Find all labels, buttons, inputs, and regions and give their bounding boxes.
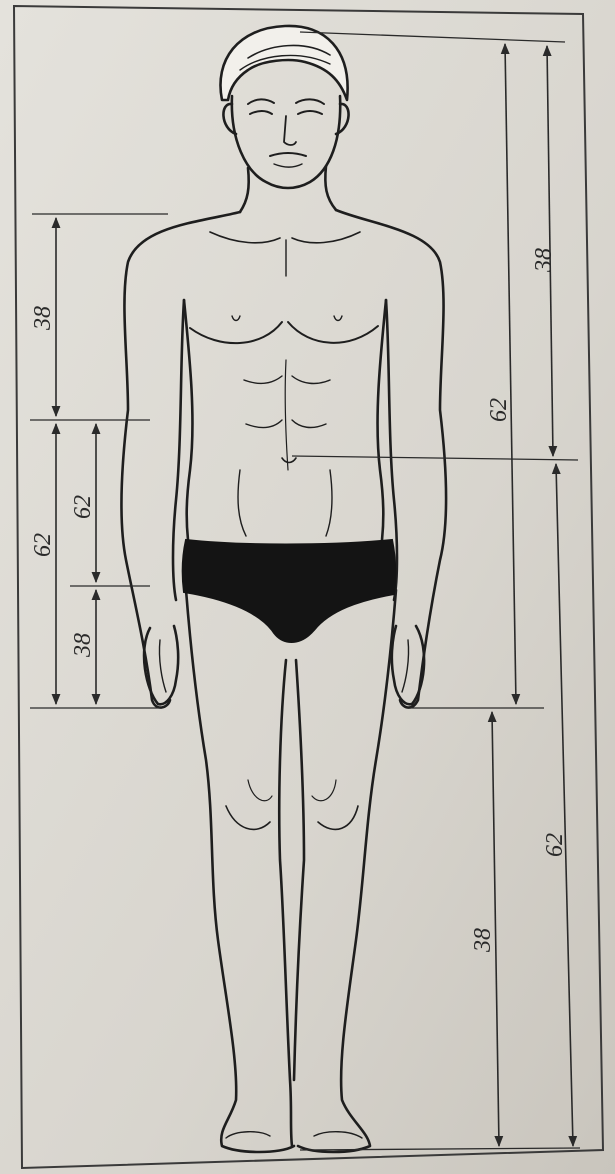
- label-left-upper-38: 38: [30, 306, 56, 331]
- label-right-outer-62: 62: [542, 833, 568, 857]
- label-left-inner-62: 62: [70, 495, 96, 519]
- label-right-lower-38: 38: [470, 928, 496, 953]
- label-left-outer-62: 62: [30, 533, 56, 557]
- label-left-inner-38: 38: [70, 633, 96, 658]
- label-right-inner-62: 62: [486, 398, 512, 422]
- label-right-inner-38: 38: [531, 248, 557, 273]
